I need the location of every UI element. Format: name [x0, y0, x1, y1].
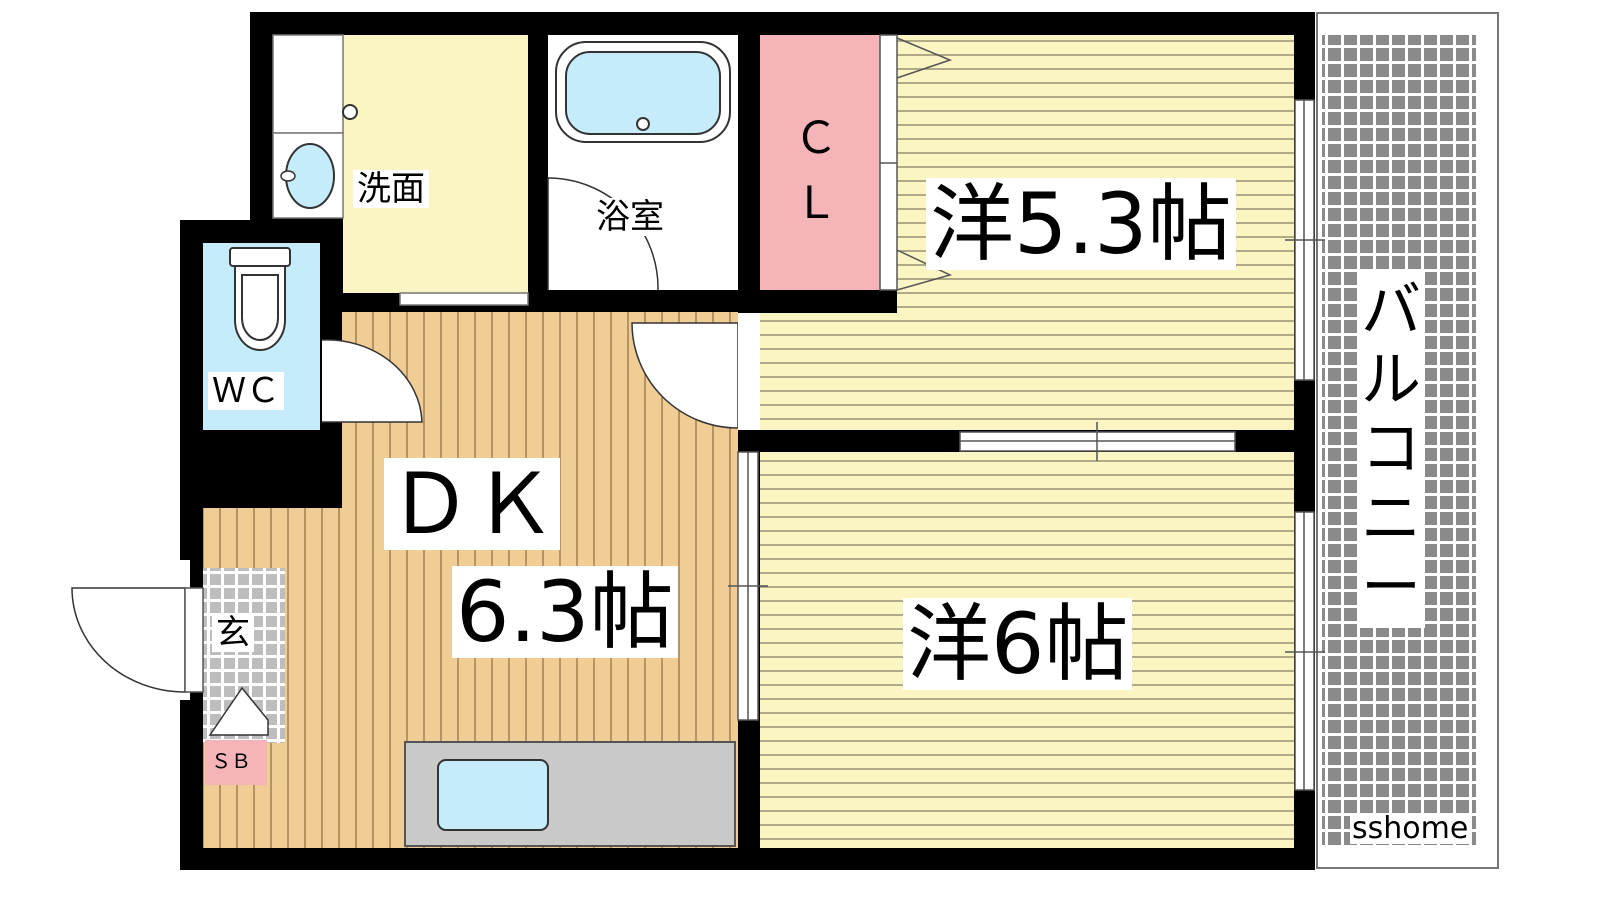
dk-sliding-door	[728, 451, 768, 721]
room-label-bath: 浴室	[592, 198, 668, 236]
kitchen-counter	[404, 741, 736, 847]
balcony-char: バ	[1361, 276, 1421, 346]
balcony-char: ニ	[1361, 483, 1421, 554]
room-label-dining-kitchen: ＤＫ	[384, 458, 561, 550]
balcony-char: コ	[1361, 414, 1421, 485]
room-label-closet-2: Ｌ	[794, 178, 838, 229]
dk-door-arc	[631, 322, 739, 429]
balcony	[1316, 12, 1499, 869]
sliding-door	[959, 422, 1236, 461]
shoe-box	[205, 686, 269, 785]
balcony-char: ル	[1361, 345, 1421, 416]
toilet-fixture	[229, 247, 291, 351]
closet-doors	[879, 34, 953, 291]
balcony-char: ー	[1361, 552, 1421, 623]
room-closet	[760, 35, 880, 290]
room-size-dining-kitchen: 6.3帖	[452, 566, 678, 658]
room-label-shoe-box: ＳＢ	[211, 749, 251, 773]
balcony-windows	[1285, 99, 1325, 791]
room-label-entrance: 玄	[212, 614, 254, 652]
room-label-toilet: ＷＣ	[208, 372, 284, 410]
entrance-door-arc	[71, 587, 186, 693]
watermark: sshome	[1350, 811, 1471, 846]
room-label-balcony: バ ル コ ニ ー	[1357, 272, 1425, 628]
room-label-closet-1: Ｃ	[794, 113, 838, 164]
toilet-door-arc	[321, 339, 423, 423]
bathtub	[555, 41, 731, 143]
room-label-western-b: 洋6帖	[903, 598, 1133, 690]
room-label-washroom: 洗面	[353, 170, 429, 208]
room-washroom	[343, 35, 528, 293]
washbasin	[272, 132, 344, 219]
room-label-western-a: 洋5.3帖	[926, 178, 1236, 270]
